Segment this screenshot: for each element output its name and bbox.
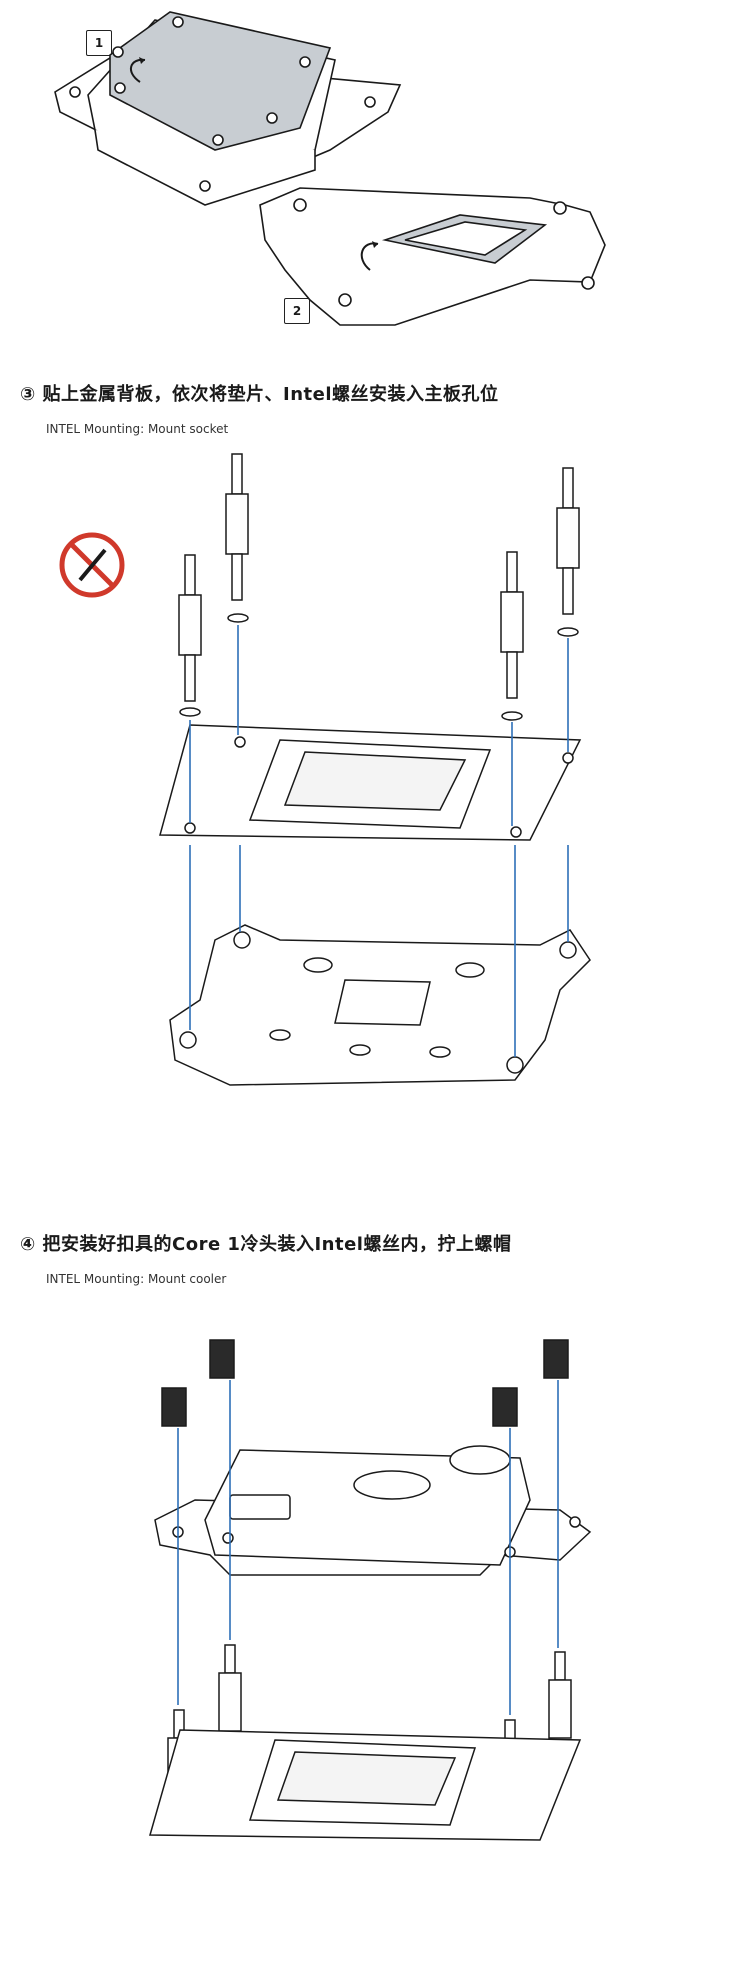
step3-subtitle: INTEL Mounting: Mount socket	[46, 422, 229, 436]
step4-illustration	[149, 1339, 592, 1841]
step-label-2: 2	[284, 298, 310, 324]
step3-title: ③ 贴上金属背板，依次将垫片、Intel螺丝安装入主板孔位	[20, 384, 499, 405]
standoff-1	[225, 453, 249, 601]
label-2-text: 2	[292, 304, 302, 318]
standoff-3	[556, 467, 580, 615]
standoff-2	[178, 554, 202, 702]
standoff-4	[500, 551, 524, 699]
step3-section: ③ 贴上金属背板，依次将垫片、Intel螺丝安装入主板孔位 INTEL Moun…	[0, 380, 750, 1310]
step4-subtitle: INTEL Mounting: Mount cooler	[46, 1272, 227, 1286]
step-label-1: 1	[86, 30, 112, 56]
step4-section: ④ 把安装好扣具的Core 1冷头装入Intel螺丝内，拧上螺帽 INTEL M…	[0, 1230, 750, 1960]
step3-illustration	[59, 453, 591, 1086]
label-1-text: 1	[94, 36, 104, 50]
step4-title: ④ 把安装好扣具的Core 1冷头装入Intel螺丝内，拧上螺帽	[20, 1234, 512, 1255]
no-tool-icon	[59, 532, 125, 598]
cold-plate-illustration	[54, 11, 606, 326]
peel-film-section: 1 2	[0, 0, 750, 326]
